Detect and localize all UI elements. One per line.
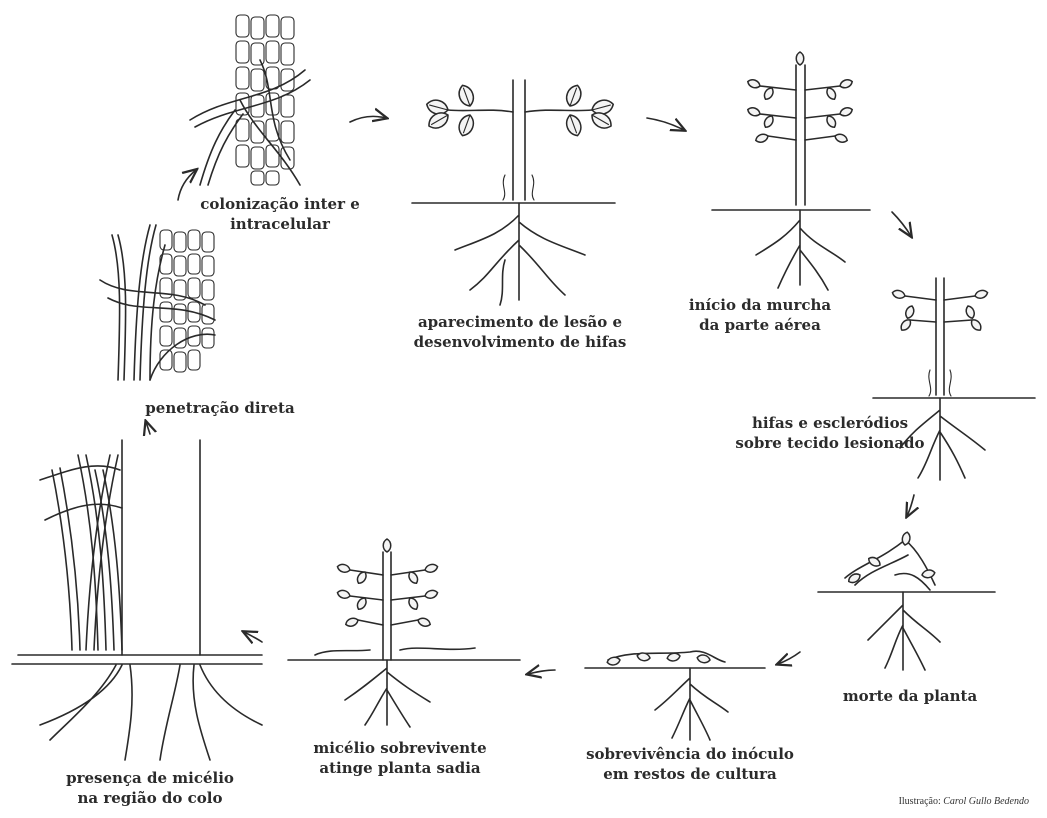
penetration-tissue-drawing: [100, 225, 215, 380]
label-plant-death: morte da planta: [830, 686, 990, 706]
dead-plant-drawing: [818, 532, 995, 670]
label-wilting: início da murcha da parte aérea: [680, 295, 840, 335]
illustration-credit: Ilustração: Carol Gullo Bedendo: [899, 796, 1029, 807]
label-healthy-plant: micélio sobrevivente atinge planta sadia: [300, 738, 500, 778]
crop-residue-drawing: [585, 651, 765, 740]
label-penetration: penetração direta: [120, 398, 320, 418]
wilting-plant-drawing: [712, 52, 870, 290]
label-sclerotia: hifas e escleródios sobre tecido lesiona…: [710, 413, 950, 453]
label-collar: presença de micélio na região do colo: [50, 768, 250, 808]
label-colonization: colonização inter e intracelular: [190, 194, 370, 234]
label-survival: sobrevivência do inóculo em restos de cu…: [570, 744, 810, 784]
lesion-plant-drawing: [412, 80, 615, 305]
healthy-plant-drawing: [288, 539, 520, 727]
colonization-tissue-drawing: [190, 15, 310, 185]
credit-prefix: Ilustração:: [899, 796, 941, 807]
collar-mycelium-drawing: [12, 440, 262, 760]
label-lesion: aparecimento de lesão e desenvolvimento …: [400, 312, 640, 352]
credit-author: Carol Gullo Bedendo: [943, 796, 1029, 807]
